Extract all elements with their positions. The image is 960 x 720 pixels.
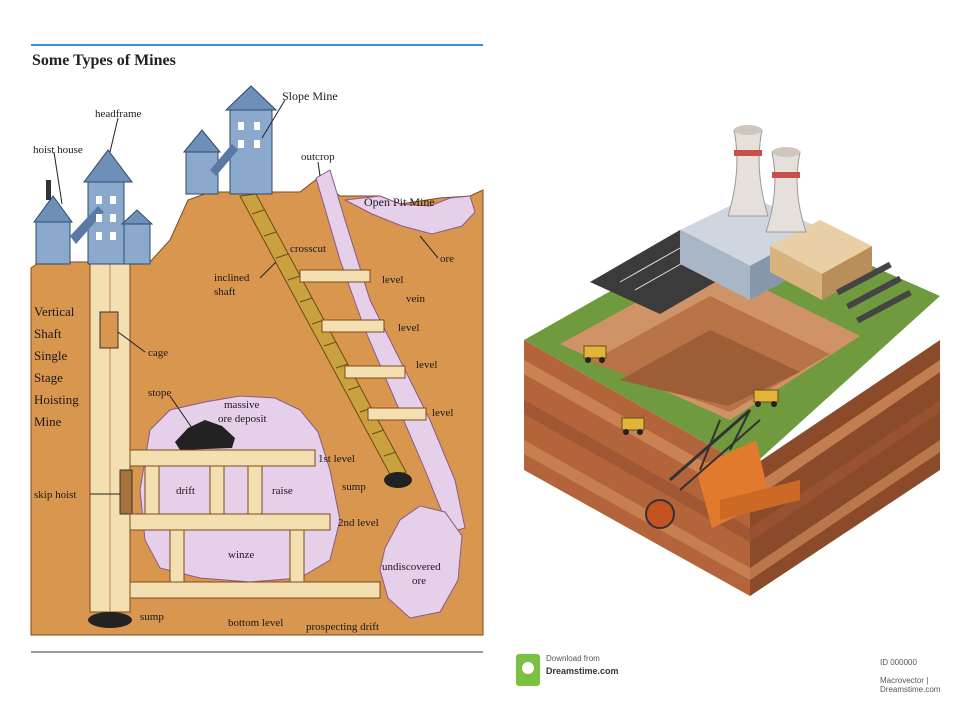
label-undiscovered-ore: ore [412,575,426,587]
sump-bottom [88,612,132,628]
shaft-rungs [251,209,397,457]
label-level-3: level [416,359,437,371]
label-shaft-v: Shaft [34,326,62,341]
panel-rows [836,261,912,324]
label-skip-hoist: skip hoist [34,489,76,501]
factory-front [680,230,750,300]
label-open-pit-mine: Open Pit Mine [364,195,435,209]
watermark-site-text: Dreamstime.com [546,666,619,676]
sump-right [384,472,412,488]
slope-level-3 [344,365,406,379]
isometric-mine-illustration: Download from Dreamstime.com ID 000000 M… [500,0,960,720]
cooling-tower-left [727,125,769,217]
raise [209,465,225,515]
isometric-scene [524,125,940,596]
footer-rule [31,651,483,653]
dump-truck-3 [621,417,645,435]
watermark-author-text: Macrovector | Dreamstime.com [880,676,941,694]
label-vein: vein [406,293,425,305]
label-sump-right: sump [342,481,366,493]
cage [99,311,119,349]
label-hoisting: Hoisting [34,392,79,407]
dump-truck-1 [583,345,607,363]
label-level-1: level [382,274,403,286]
label-crosscut: crosscut [290,243,326,255]
watermark-bar: Download from Dreamstime.com ID 000000 M… [510,650,960,694]
winze-2 [289,529,305,583]
cooling-tower-right [765,147,807,233]
open-pit-ore [343,195,476,235]
skip-hoist [119,469,133,515]
second-level [129,513,331,531]
header-rule [31,44,483,46]
slope-level-2 [321,319,385,333]
label-undiscovered: undiscovered [382,561,441,573]
raise-2 [247,465,263,515]
label-ore-deposit: ore deposit [218,413,267,425]
label-winze: winze [228,549,254,561]
bottom-level [129,581,381,599]
label-shaft: shaft [214,286,235,298]
label-ore-top: ore [440,253,454,265]
label-level-2: level [398,322,419,334]
bucket-wheel-excavator [645,408,800,529]
undiscovered-ore [379,505,463,619]
vein [315,169,466,533]
label-sump-bottom: sump [140,611,164,623]
watermark-logo-icon [516,654,540,686]
label-second-level: 2nd level [338,517,379,529]
label-vertical: Vertical [34,304,75,319]
stope [175,420,235,450]
pit-terrace-3 [620,330,800,406]
first-level [129,449,316,467]
label-hoist-house: hoist house [33,144,83,156]
inclined-shaft [239,193,407,479]
hoist-house-building [33,180,73,265]
label-prospecting-drift: prospecting drift [306,621,379,633]
label-single: Single [34,348,67,363]
label-headframe: headframe [95,108,142,120]
headframe-building [70,149,154,265]
label-stope: stope [148,387,171,399]
watermark-id-text: ID 000000 [880,658,917,667]
label-level-4: level [432,407,453,419]
winze [169,529,185,583]
warehouse-roof [770,220,872,274]
dump-truck-2 [753,389,779,407]
drift [144,465,160,515]
slope-level-1 [299,269,371,283]
label-massive: massive [224,399,260,411]
label-drift: drift [176,485,195,497]
label-first-level: 1st level [318,453,355,465]
slope-level-4 [367,407,427,421]
label-cage: cage [148,347,168,359]
mine-cross-section: hoist house headframe Slope Mine outcrop… [30,85,484,636]
label-bottom-level: bottom level [228,617,283,629]
diagram-title: Some Types of Mines [32,52,176,69]
label-mine: Mine [34,414,62,429]
mine-diagram-panel: Some Types of Mines [30,44,484,653]
label-slope-mine: Slope Mine [282,89,338,103]
slope-mine-buildings [182,85,278,195]
watermark-download-text: Download from [546,654,600,663]
label-outcrop: outcrop [301,151,335,163]
label-inclined: inclined [214,272,250,284]
label-stage: Stage [34,370,63,385]
label-raise: raise [272,485,293,497]
